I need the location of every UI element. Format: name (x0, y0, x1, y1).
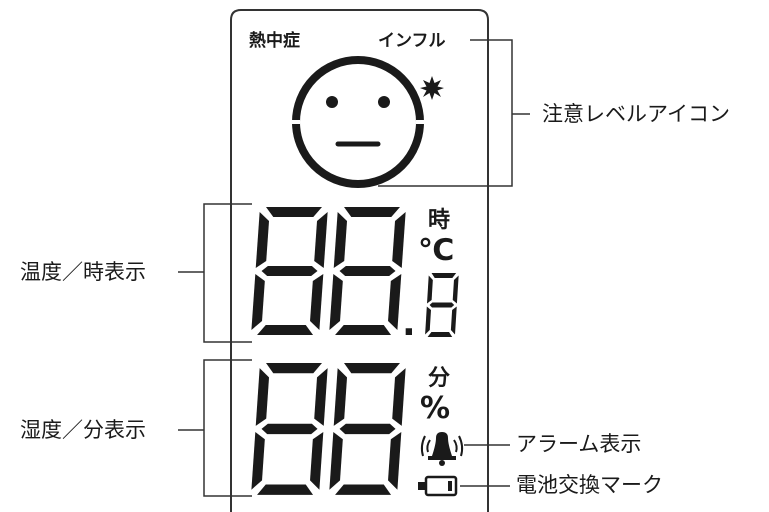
sparkle-icon (420, 76, 444, 100)
humidity-digit-2 (329, 363, 406, 495)
lcd-frame (230, 9, 489, 512)
humidity-digit-1 (251, 363, 328, 495)
battery-mark-label: 電池交換マーク (516, 473, 663, 497)
humidity-bracket (178, 359, 252, 497)
percent-unit: % (420, 391, 451, 426)
temperature-bracket (178, 203, 252, 343)
hour-unit: 時 (428, 208, 451, 233)
battery-icon (418, 475, 458, 497)
alarm-display-label: アラーム表示 (516, 432, 642, 456)
humidity-minute-label: 湿度／分表示 (20, 418, 146, 442)
alert-level-icon-label: 注意レベルアイコン (542, 102, 730, 126)
temperature-decimal-digit (424, 273, 459, 337)
decimal-point: . (402, 303, 416, 344)
bell-icon (420, 432, 464, 466)
minute-unit: 分 (428, 366, 451, 391)
face-icon (286, 56, 430, 188)
temperature-hour-label: 温度／時表示 (20, 260, 146, 284)
celsius-unit: ℃ (418, 233, 455, 268)
heatstroke-label: 熱中症 (249, 31, 300, 51)
temperature-digit-2 (329, 207, 406, 335)
alert-icon-bracket (378, 39, 530, 187)
influenza-label: インフル (378, 31, 446, 51)
temperature-digit-1 (251, 207, 328, 335)
